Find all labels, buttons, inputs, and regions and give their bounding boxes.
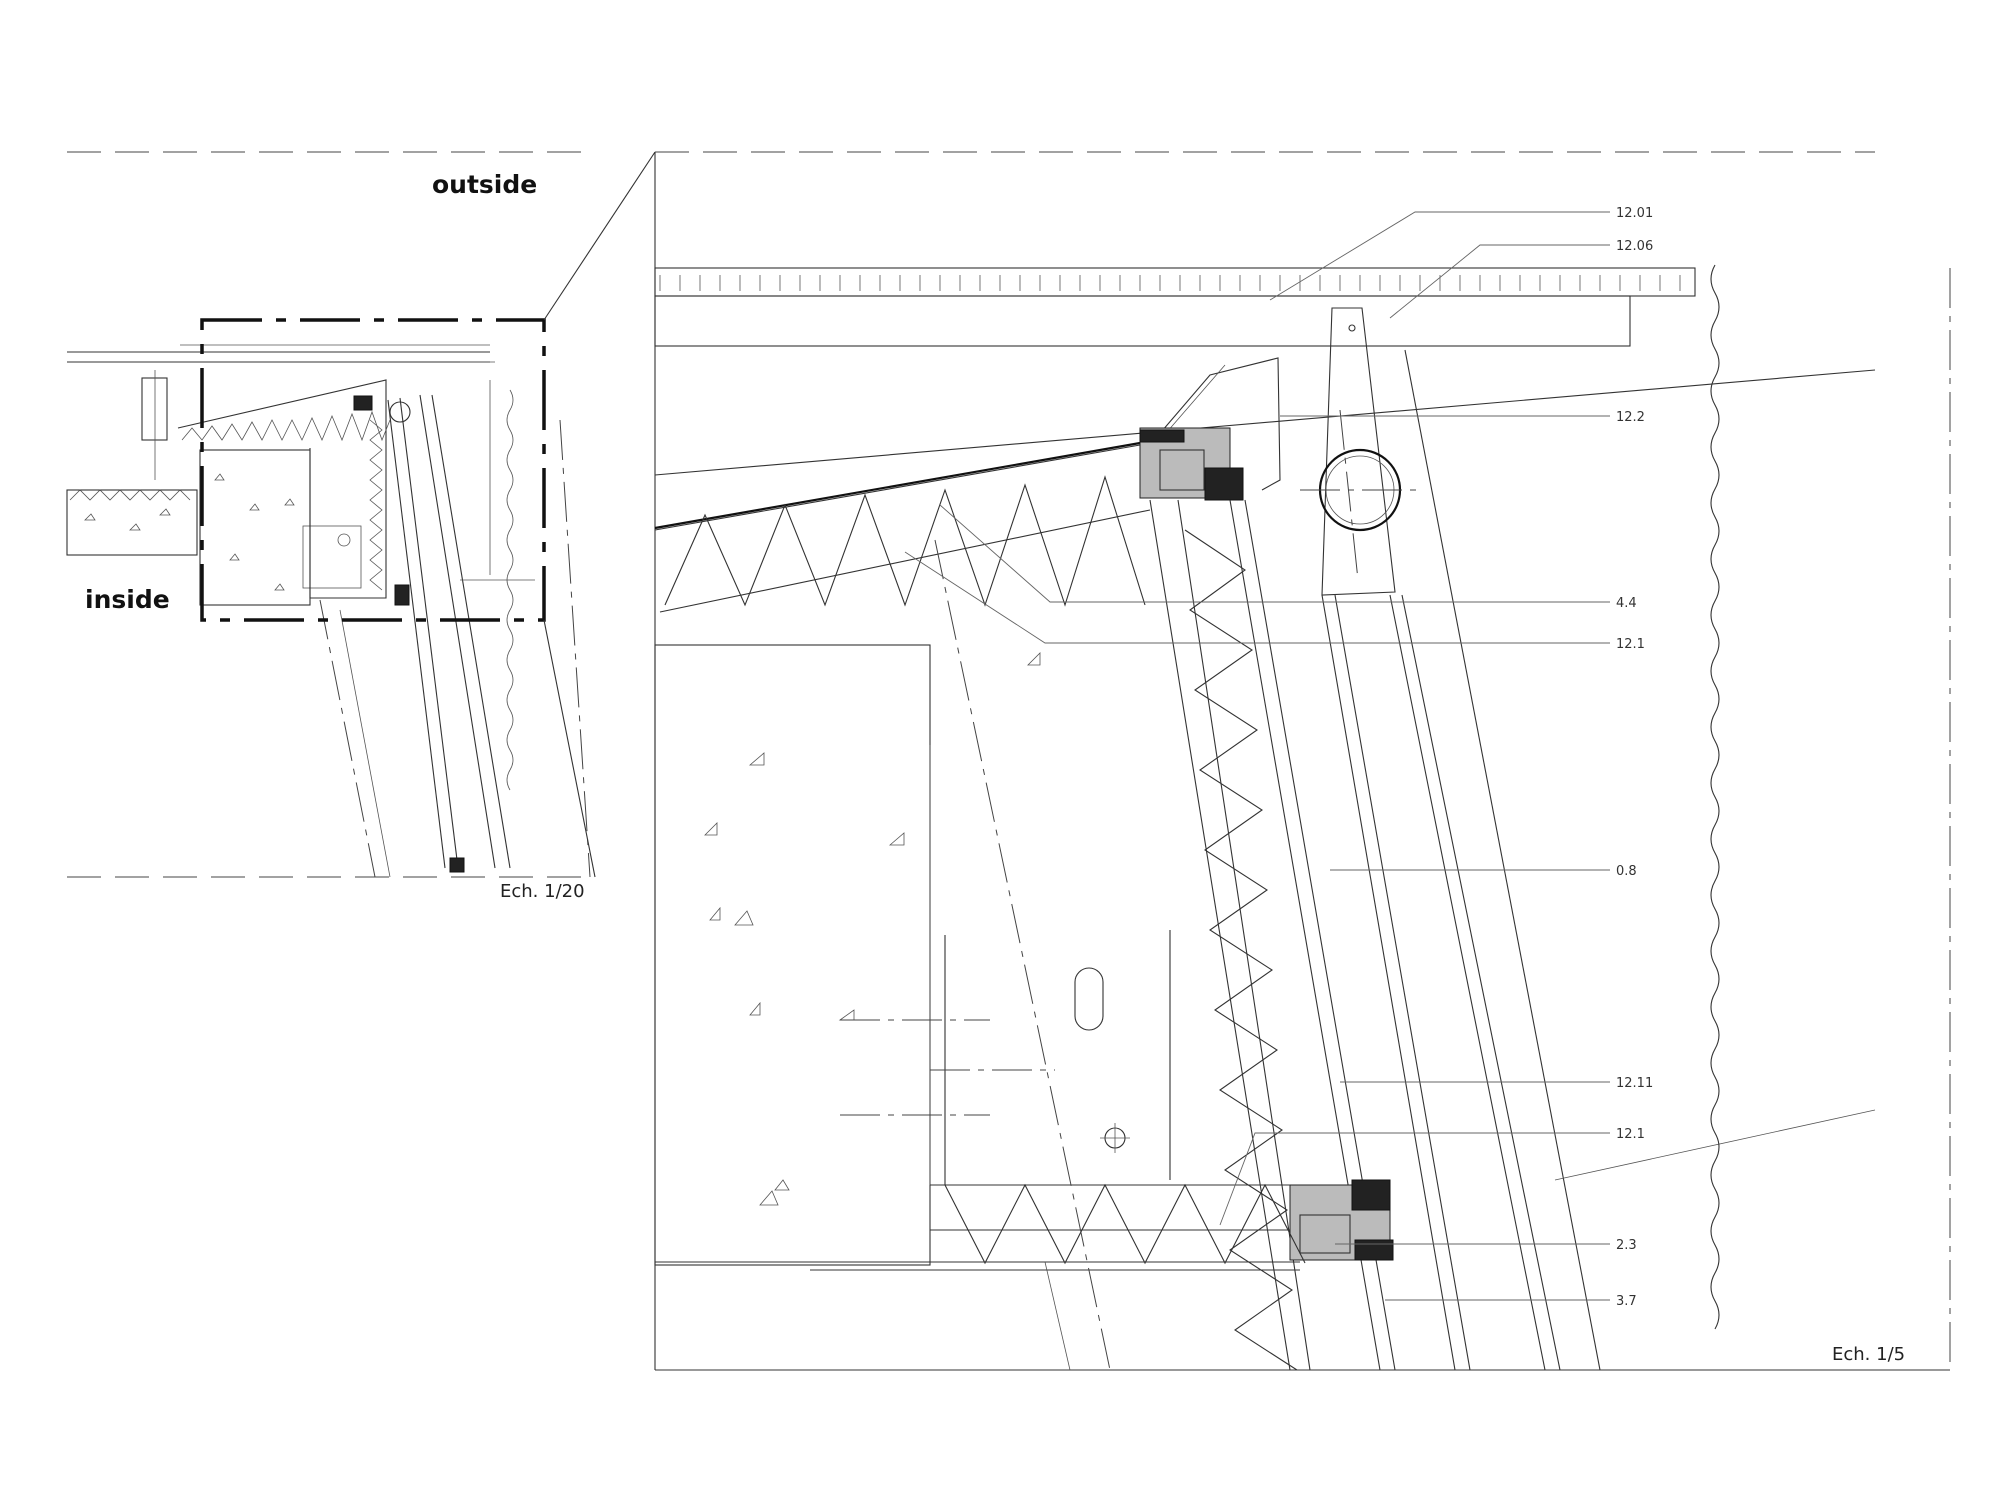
ref-label-12-01: 12.01 xyxy=(1616,206,1653,221)
ref-label-12-2: 12.2 xyxy=(1616,410,1645,425)
detail-1-20: outside inside Ech. 1/20 xyxy=(66,151,656,902)
ref-label-12-11: 12.11 xyxy=(1616,1076,1653,1091)
outside-label: outside xyxy=(432,170,537,199)
ref-label-12-1-lower: 12.1 xyxy=(1616,1127,1645,1142)
inside-label: inside xyxy=(85,585,170,614)
detail-callout-frame xyxy=(200,318,546,622)
scale-label-1-5: Ech. 1/5 xyxy=(1832,1344,1905,1365)
ref-label-3-7: 3.7 xyxy=(1616,1294,1637,1309)
ref-label-2-3: 2.3 xyxy=(1616,1238,1637,1253)
detail-1-5: 12.01 12.06 12.2 4.4 12.1 0.8 12.11 12.1… xyxy=(654,151,1951,1371)
ref-label-0-8: 0.8 xyxy=(1616,864,1637,879)
scale-label-1-20: Ech. 1/20 xyxy=(500,881,585,902)
ref-label-12-1-upper: 12.1 xyxy=(1616,637,1645,652)
ref-label-12-06: 12.06 xyxy=(1616,239,1653,254)
ref-label-4-4: 4.4 xyxy=(1616,596,1637,611)
